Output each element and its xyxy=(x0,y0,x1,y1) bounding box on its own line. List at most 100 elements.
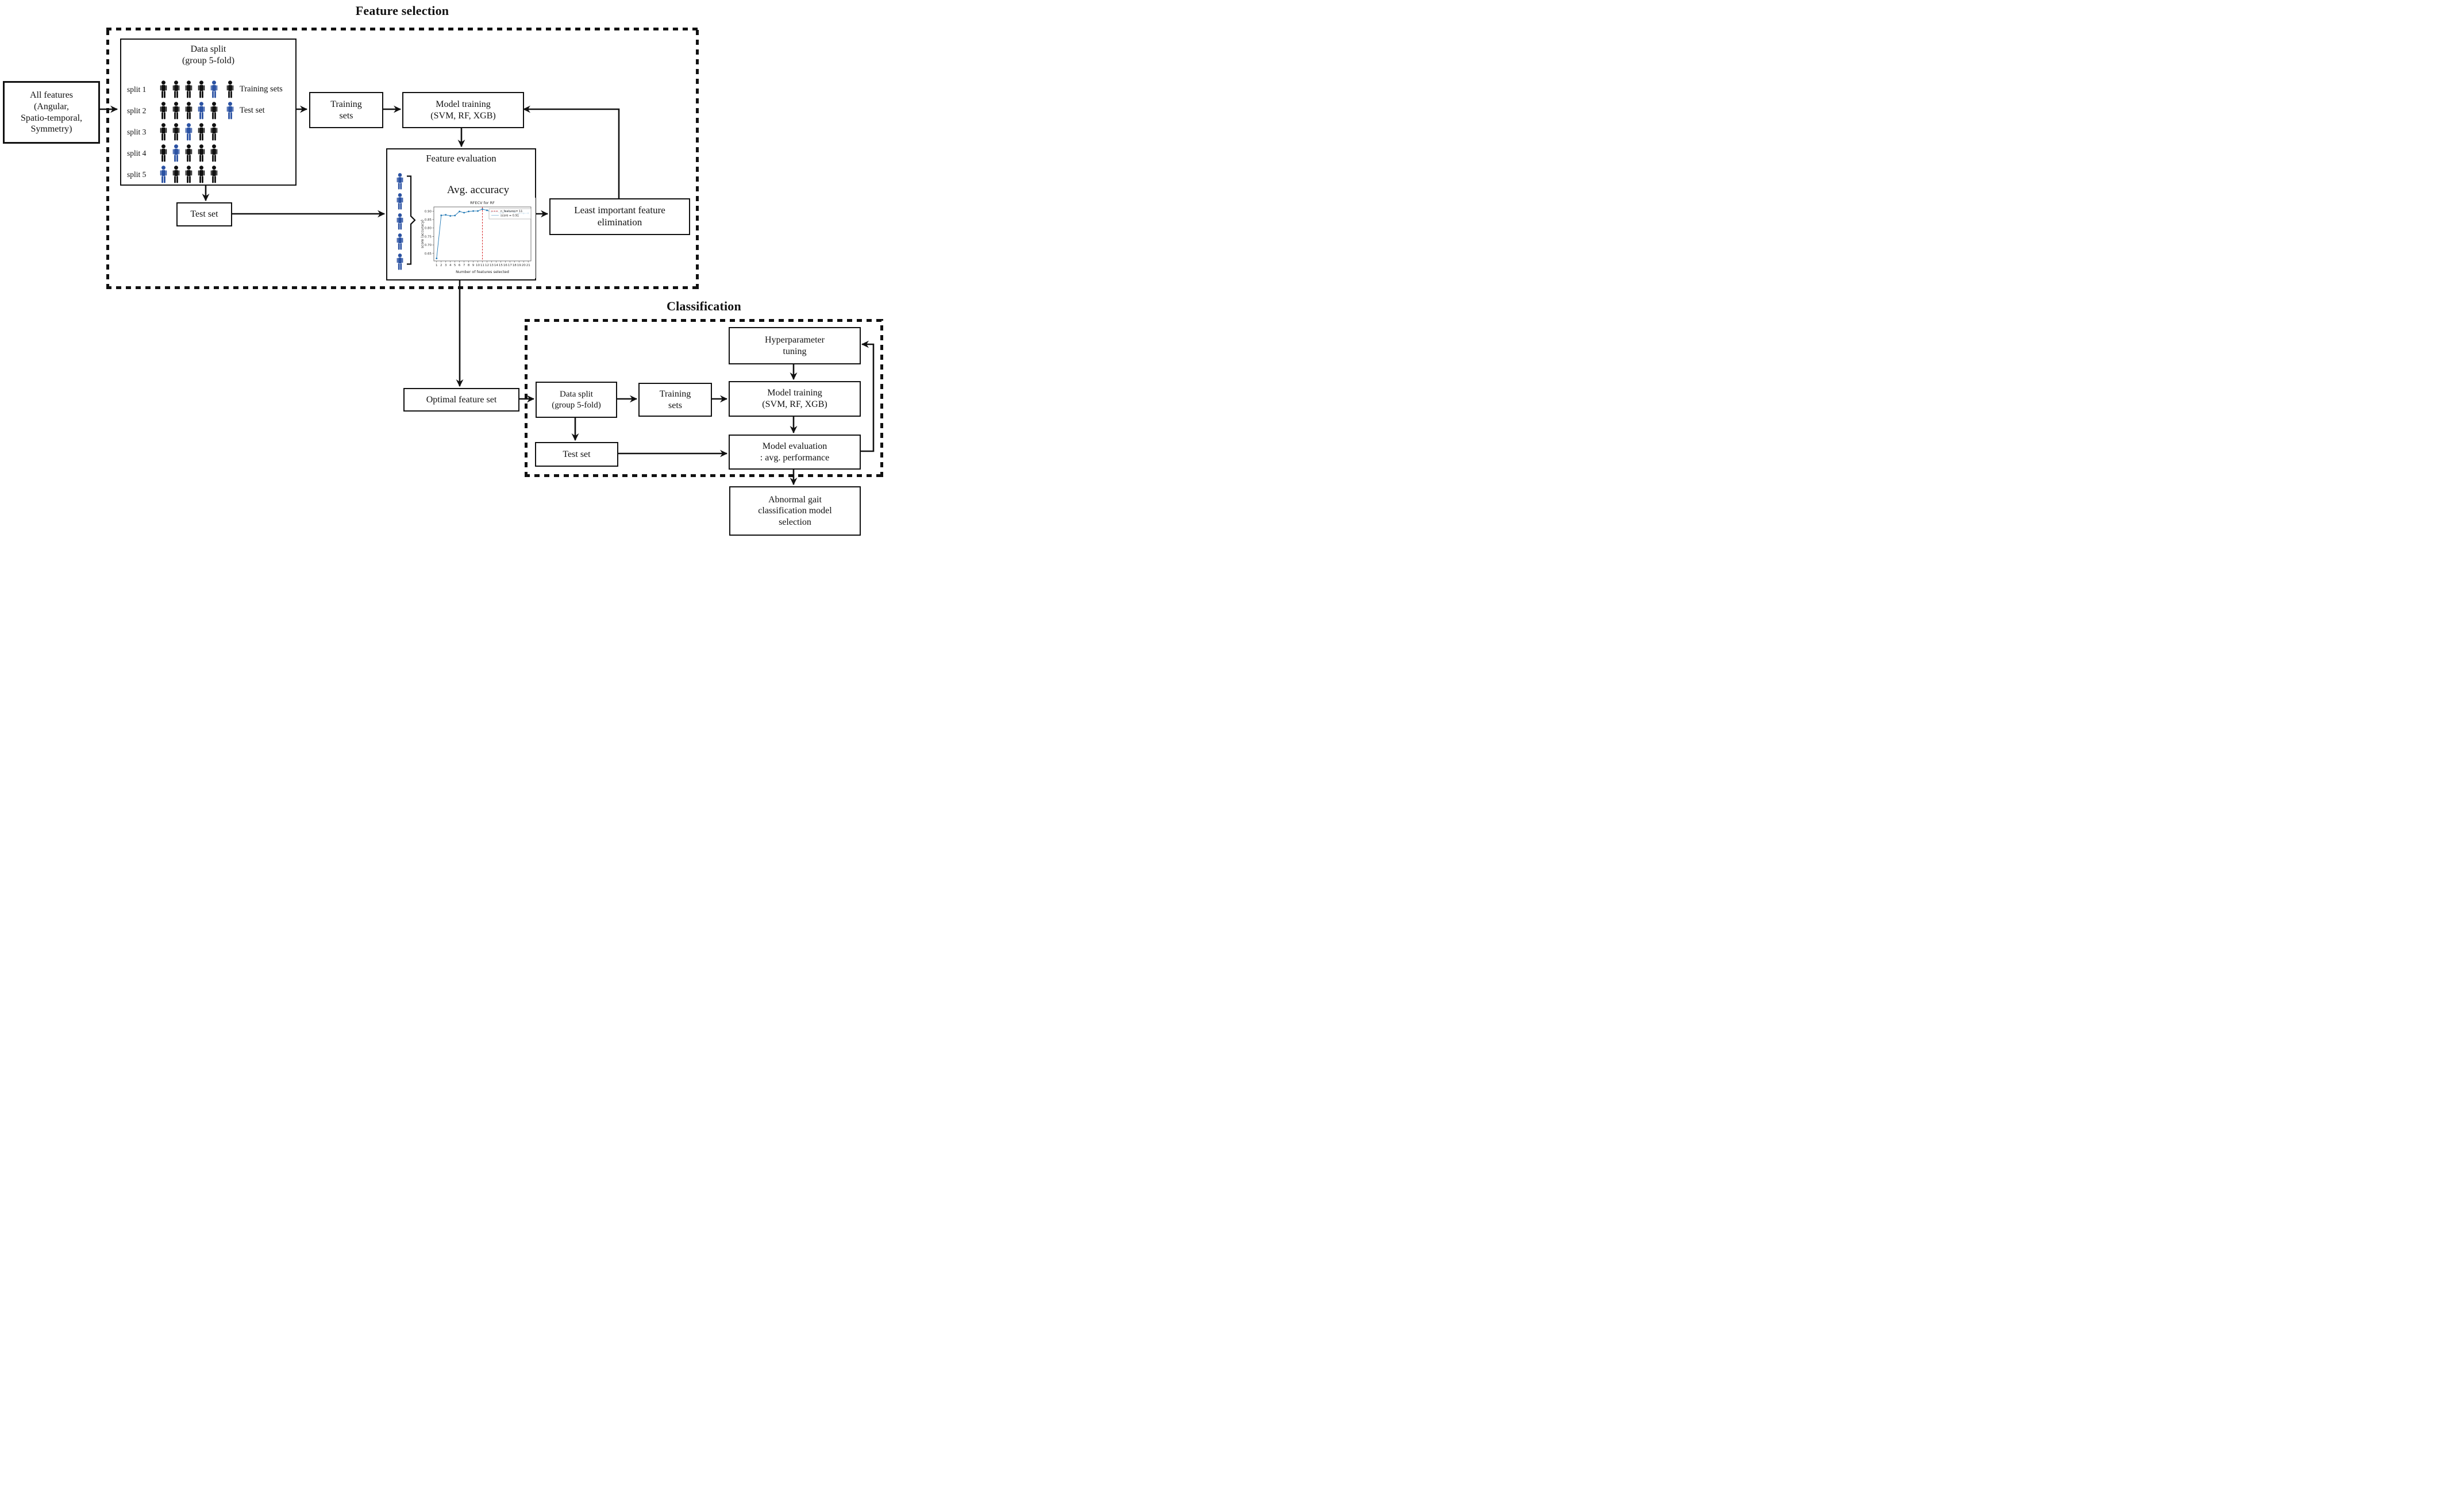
split-row: split 1 xyxy=(127,79,222,100)
svg-text:17: 17 xyxy=(508,264,512,267)
all-features-box: All features (Angular, Spatio-temporal, … xyxy=(3,81,100,144)
data-split-title: Data split (group 5-fold) xyxy=(182,44,235,66)
split-row: split 2 xyxy=(127,100,222,121)
svg-text:4: 4 xyxy=(449,264,452,267)
person-icon xyxy=(396,253,403,270)
svg-text:1: 1 xyxy=(436,264,438,267)
person-icon xyxy=(172,123,180,141)
test-set-2-box: Test set xyxy=(535,442,618,467)
person-icon xyxy=(172,144,180,162)
person-icon xyxy=(185,102,192,120)
split-label: split 5 xyxy=(127,170,147,179)
svg-text:18: 18 xyxy=(513,264,517,267)
person-icon xyxy=(226,102,234,120)
training-sets-box: Training sets xyxy=(309,92,383,128)
split-legend-row: Training sets xyxy=(226,79,283,100)
abnormal-gait-box: Abnormal gait classification model selec… xyxy=(729,486,861,536)
svg-text:0.70: 0.70 xyxy=(425,244,432,247)
feature-evaluation-box: Feature evaluation Avg. accuracy RFECV f… xyxy=(386,148,536,280)
legend-label: Training sets xyxy=(240,84,283,94)
svg-text:0.90: 0.90 xyxy=(425,210,432,213)
person-icon xyxy=(210,123,218,141)
optimal-feature-set-box: Optimal feature set xyxy=(403,388,519,412)
split-rows: split 1 split 2 split 3 split 4 split 5 xyxy=(127,79,222,185)
person-icon xyxy=(185,80,192,98)
svg-text:2: 2 xyxy=(440,264,442,267)
svg-text:9: 9 xyxy=(472,264,475,267)
person-icon xyxy=(396,213,403,230)
person-icon xyxy=(160,166,167,183)
person-icon xyxy=(396,173,403,190)
svg-text:20: 20 xyxy=(522,264,526,267)
training-sets-2-box: Training sets xyxy=(638,383,712,417)
svg-text:3: 3 xyxy=(445,264,447,267)
split-label: split 1 xyxy=(127,84,147,94)
svg-text:0.85: 0.85 xyxy=(425,218,432,222)
data-split-2-box: Data split (group 5-fold) xyxy=(536,382,617,418)
person-icon xyxy=(396,233,403,250)
svg-text:n_features= 11: n_features= 11 xyxy=(500,210,522,213)
hyperparameter-tuning-box: Hyperparameter tuning xyxy=(729,327,861,364)
split-row: split 4 xyxy=(127,143,222,164)
model-training-box: Model training (SVM, RF, XGB) xyxy=(402,92,524,128)
feature-evaluation-title: Feature evaluation xyxy=(426,153,496,164)
person-icon xyxy=(185,166,192,183)
svg-text:15: 15 xyxy=(499,264,503,267)
svg-text:12: 12 xyxy=(485,264,489,267)
avg-accuracy-heading: Avg. accuracy xyxy=(446,184,510,196)
split-legend-row: Test set xyxy=(226,100,283,121)
person-icon xyxy=(198,123,205,141)
split-label: split 4 xyxy=(127,148,147,157)
svg-text:5: 5 xyxy=(454,264,456,267)
person-icon xyxy=(185,123,192,141)
svg-text:RFECV for RF: RFECV for RF xyxy=(470,201,495,205)
person-icon xyxy=(198,102,205,120)
svg-text:score (accuracy): score (accuracy) xyxy=(421,220,425,248)
least-important-feature-elimination-box: Least important feature elimination xyxy=(549,198,690,235)
svg-text:7: 7 xyxy=(463,264,465,267)
person-icon xyxy=(198,80,205,98)
svg-text:10: 10 xyxy=(476,264,480,267)
person-icon xyxy=(210,166,218,183)
test-set-box: Test set xyxy=(176,202,232,226)
split-label: split 3 xyxy=(127,127,147,136)
svg-text:19: 19 xyxy=(517,264,521,267)
person-icon xyxy=(160,123,167,141)
person-icon xyxy=(210,80,218,98)
svg-text:0.65: 0.65 xyxy=(425,252,432,256)
person-icon xyxy=(172,80,180,98)
svg-text:6: 6 xyxy=(459,264,461,267)
data-split-box: Data split (group 5-fold) split 1 split 2… xyxy=(120,39,297,186)
svg-text:21: 21 xyxy=(526,264,530,267)
model-training-2-box: Model training (SVM, RF, XGB) xyxy=(729,381,861,417)
svg-text:Number of features selected: Number of features selected xyxy=(456,270,509,274)
person-icon xyxy=(160,144,167,162)
svg-text:11: 11 xyxy=(480,264,484,267)
feature-selection-title: Feature selection xyxy=(355,3,449,18)
person-icon xyxy=(226,80,234,98)
svg-text:14: 14 xyxy=(494,264,498,267)
split-row: split 5 xyxy=(127,164,222,185)
person-icon xyxy=(172,166,180,183)
legend-label: Test set xyxy=(240,106,265,115)
person-icon xyxy=(396,193,403,210)
model-evaluation-box: Model evaluation : avg. performance xyxy=(729,435,861,470)
person-icon xyxy=(198,144,205,162)
svg-text:0.80: 0.80 xyxy=(425,227,432,230)
svg-text:16: 16 xyxy=(503,264,507,267)
person-icon xyxy=(210,144,218,162)
grouping-brace-icon xyxy=(407,175,416,265)
person-icon xyxy=(185,144,192,162)
person-icon xyxy=(210,102,218,120)
split-row: split 3 xyxy=(127,121,222,143)
svg-text:8: 8 xyxy=(468,264,470,267)
classification-title: Classification xyxy=(667,299,741,313)
split-label: split 2 xyxy=(127,106,147,115)
person-icon xyxy=(160,102,167,120)
person-icon xyxy=(160,80,167,98)
eval-person-column xyxy=(396,173,404,274)
svg-text:13: 13 xyxy=(490,264,494,267)
pipeline-diagram: Feature selection Classification All fea… xyxy=(0,0,888,540)
